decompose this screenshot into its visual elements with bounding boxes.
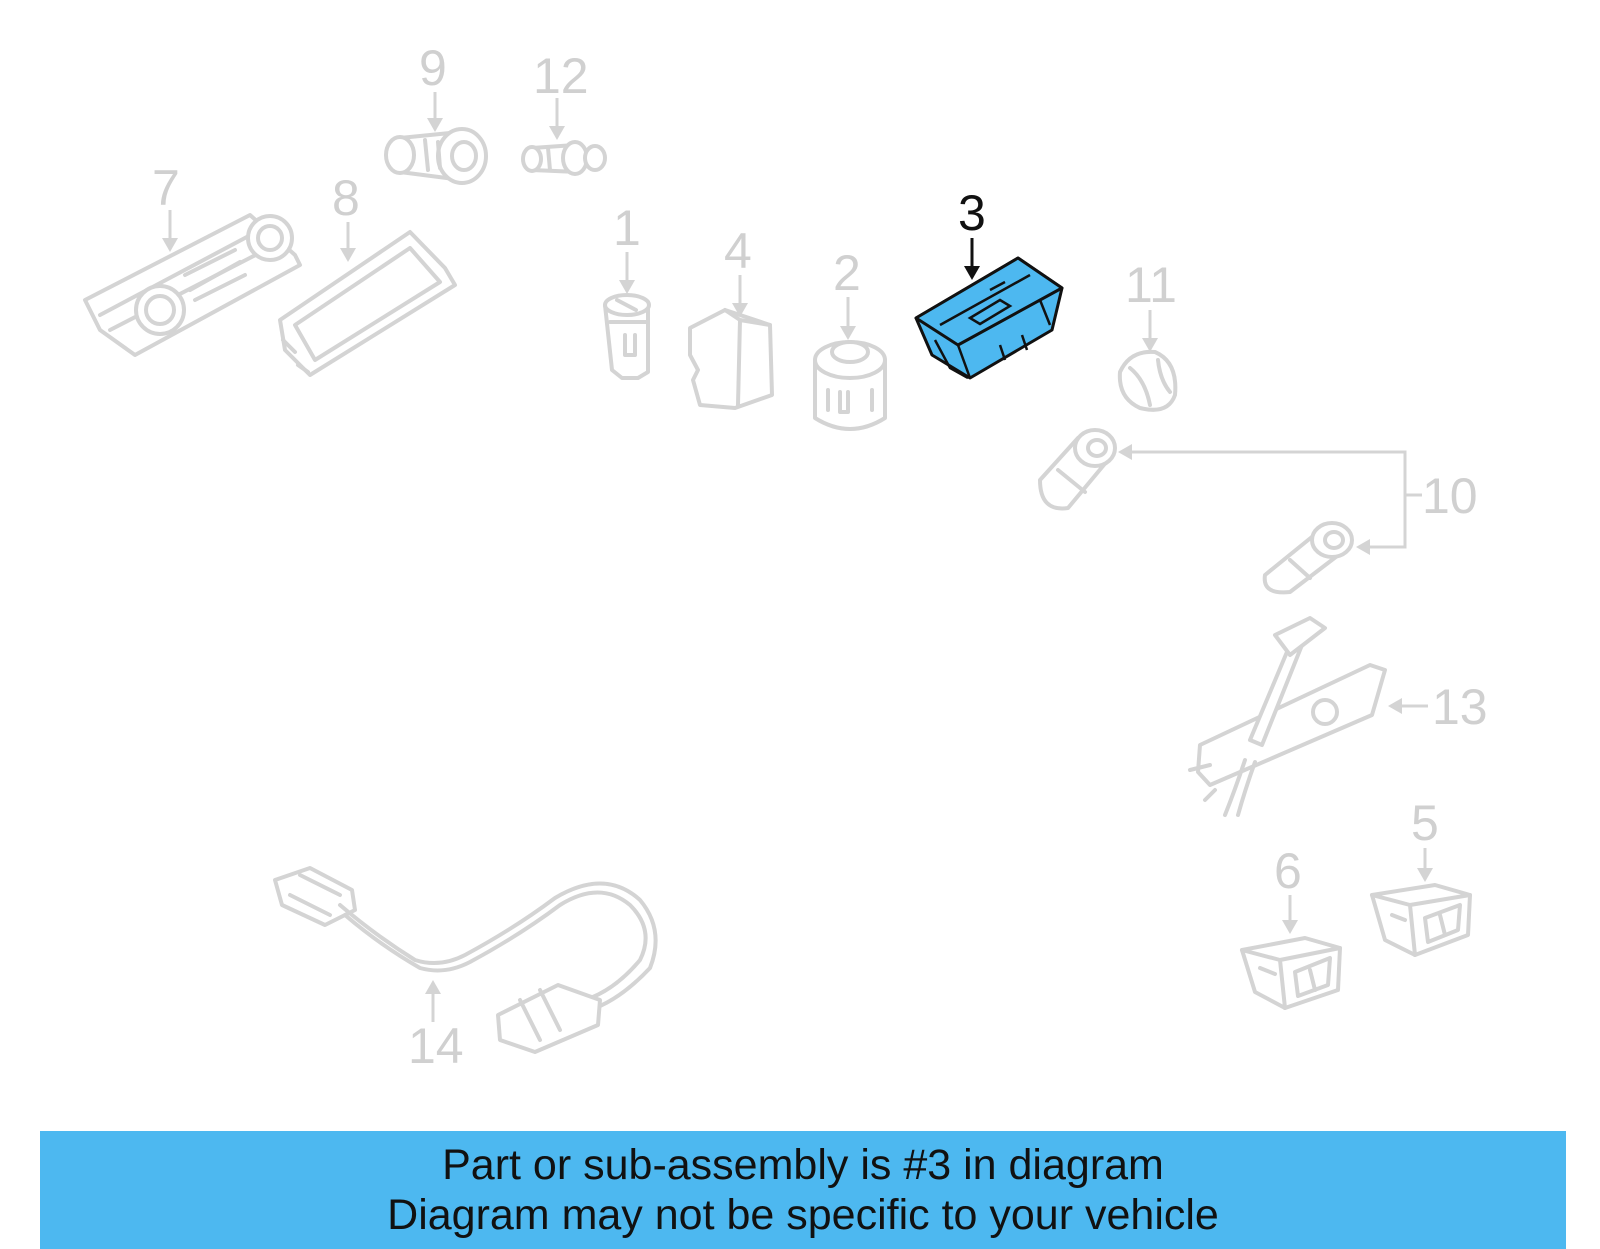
part-8-lamp[interactable]	[278, 230, 457, 377]
banner-line-part-number: Part or sub-assembly is #3 in diagram	[442, 1141, 1164, 1189]
part-5-small-switch[interactable]	[1370, 883, 1472, 957]
callout-7: 7	[152, 160, 180, 252]
svg-text:1: 1	[613, 200, 641, 256]
svg-text:8: 8	[332, 170, 360, 226]
part-3-switch-highlighted[interactable]	[914, 256, 1064, 380]
callout-4: 4	[724, 223, 752, 317]
svg-text:10: 10	[1422, 468, 1478, 524]
svg-text:7: 7	[152, 160, 180, 216]
part-6-small-switch[interactable]	[1240, 936, 1342, 1010]
svg-text:11: 11	[1125, 257, 1177, 313]
callout-9: 9	[419, 40, 447, 132]
parts-diagram: 7 8 9 12	[83, 40, 1488, 1074]
svg-text:13: 13	[1432, 679, 1488, 735]
svg-text:3: 3	[958, 185, 986, 241]
callout-10: 10	[1118, 444, 1478, 555]
banner-line-disclaimer: Diagram may not be specific to your vehi…	[387, 1191, 1219, 1239]
callout-13: 13	[1388, 679, 1488, 735]
part-2-round-switch[interactable]	[813, 340, 887, 431]
callout-1: 1	[613, 200, 641, 294]
callout-12: 12	[533, 48, 589, 140]
part-11-knob[interactable]	[1117, 349, 1178, 412]
callout-14: 14	[408, 980, 464, 1074]
callout-8: 8	[332, 170, 360, 262]
part-14-wire-harness[interactable]	[273, 866, 658, 1054]
part-7-control-panel[interactable]	[83, 213, 302, 357]
svg-text:14: 14	[408, 1018, 464, 1074]
callout-11: 11	[1125, 257, 1177, 352]
callout-2: 2	[833, 245, 861, 340]
callout-6: 6	[1274, 843, 1302, 934]
part-10-sockets[interactable]	[1038, 428, 1354, 595]
part-4-module[interactable]	[688, 308, 774, 410]
part-13-lever-bracket[interactable]	[1188, 616, 1387, 817]
svg-text:4: 4	[724, 223, 752, 279]
svg-text:9: 9	[419, 40, 447, 96]
svg-text:2: 2	[833, 245, 861, 301]
callout-3: 3	[958, 185, 986, 280]
part-12-bulb-socket[interactable]	[521, 140, 607, 176]
svg-text:6: 6	[1274, 843, 1302, 899]
svg-text:12: 12	[533, 48, 589, 104]
part-9-socket[interactable]	[384, 127, 488, 185]
svg-text:5: 5	[1411, 795, 1439, 851]
part-1-bulb[interactable]	[603, 293, 651, 380]
callout-5: 5	[1411, 795, 1439, 882]
info-banner: Part or sub-assembly is #3 in diagram Di…	[40, 1131, 1566, 1249]
